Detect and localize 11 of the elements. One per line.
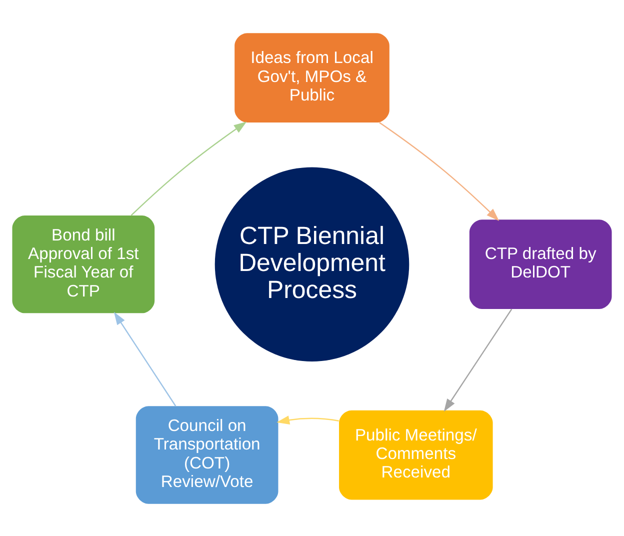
node-circle: CTP Biennial Development Process (214, 166, 410, 361)
node-box: Council on Transportation (COT) Review/Vote (136, 406, 278, 504)
node-box: Bond bill Approval of 1st Fiscal Year of CTP (12, 215, 155, 313)
arrow (114, 311, 176, 406)
arrow (130, 121, 247, 216)
node-box: Ideas from Local Gov't, MPOs & Public (234, 32, 390, 122)
arrow (276, 415, 339, 424)
node-box: CTP drafted by DelDOT (469, 219, 612, 309)
node-box: Public Meetings/ Comments Received (339, 410, 493, 500)
arrow (444, 308, 512, 412)
arrow (379, 122, 500, 220)
